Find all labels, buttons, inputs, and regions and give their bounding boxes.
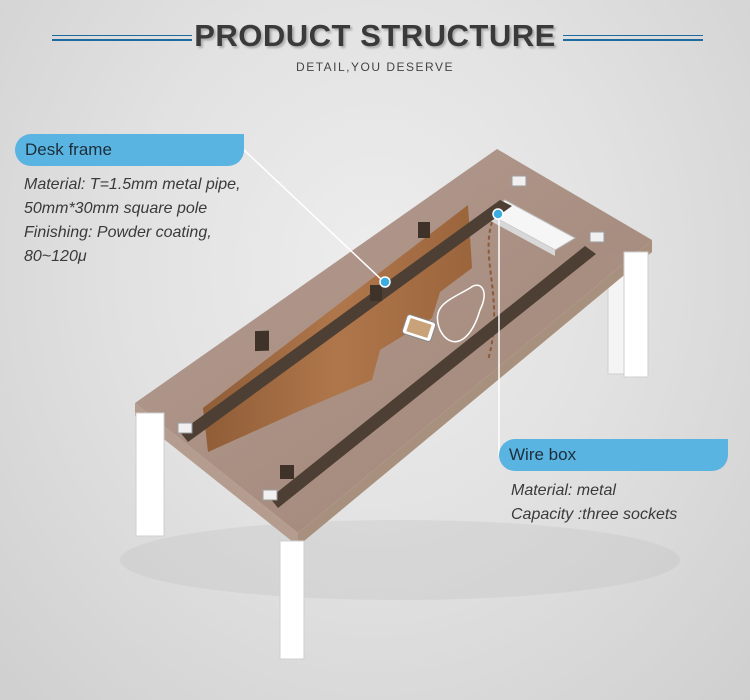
frame-rail-back	[180, 200, 512, 442]
left-decorative-rule	[52, 35, 192, 41]
frame-rail-front	[270, 246, 596, 508]
page-subtitle: DETAIL,YOU DESERVE	[296, 60, 454, 74]
desk-frame-description: Material: T=1.5mm metal pipe, 50mm*30mm …	[24, 173, 241, 269]
desk-frame-line-4: 80~120μ	[24, 248, 87, 265]
page-title: PRODUCT STRUCTURE	[194, 18, 556, 53]
wire-box-label-text: Wire box	[509, 445, 577, 464]
desk-frame-label: Desk frame	[15, 134, 244, 166]
desk-frame-line-3: Finishing: Powder coating,	[24, 224, 212, 241]
desk-frame-line-2: 50mm*30mm square pole	[24, 200, 208, 217]
phone	[401, 314, 437, 342]
desk-frame-line-1: Material: T=1.5mm metal pipe,	[24, 176, 241, 193]
wire-box-line-2: Capacity :three sockets	[511, 506, 678, 523]
right-decorative-rule	[563, 35, 703, 41]
wire-box-label: Wire box	[499, 439, 728, 471]
desk-frame-marker-icon	[379, 276, 391, 288]
wire-box-line-1: Material: metal	[511, 482, 616, 499]
desk-frame-label-text: Desk frame	[25, 140, 112, 159]
wire-box-marker-icon	[492, 208, 504, 220]
wire-box-description: Material: metal Capacity :three sockets	[511, 479, 677, 527]
front-legs	[135, 251, 649, 660]
